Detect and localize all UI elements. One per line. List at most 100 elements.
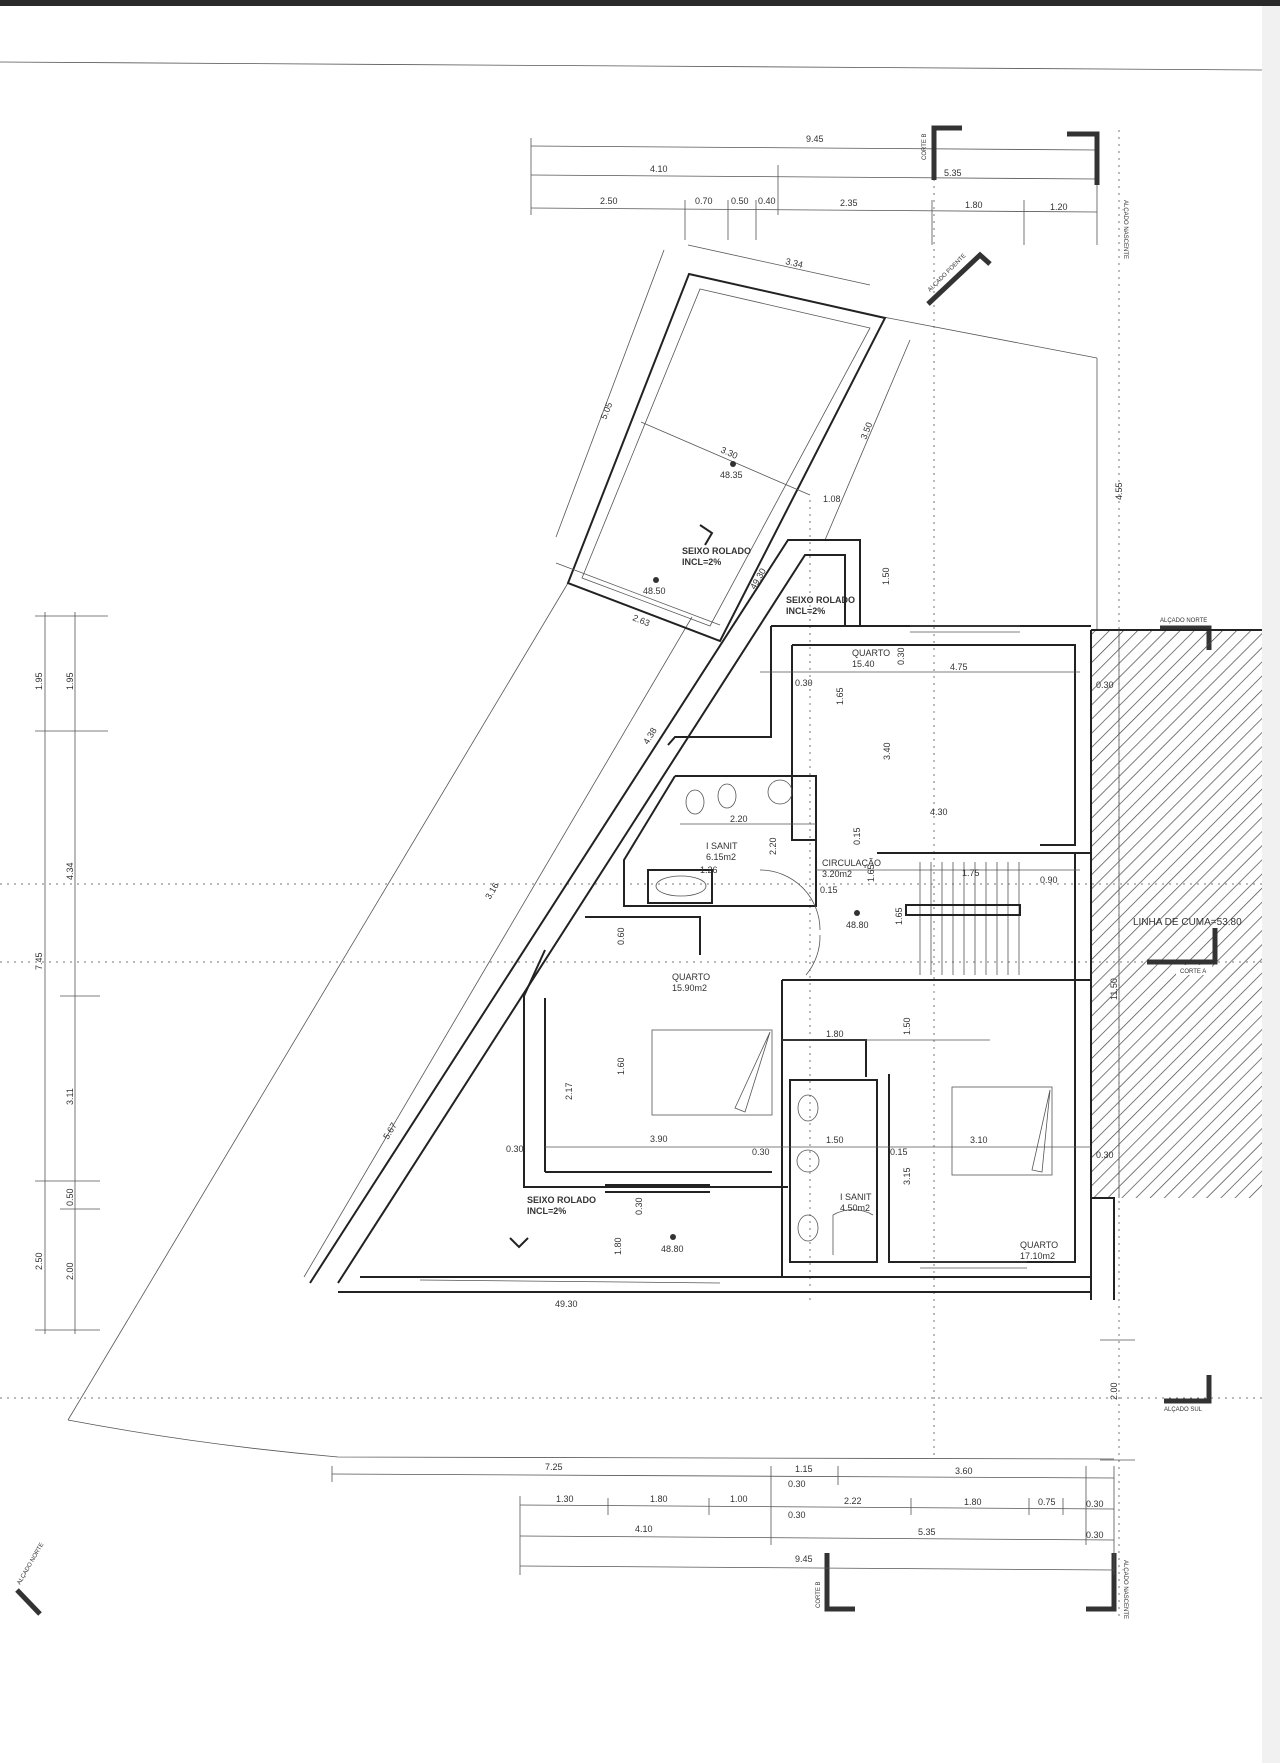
room-name: QUARTO <box>672 972 710 982</box>
dim-label: 4.38 <box>641 726 659 746</box>
finish-label: SEIXO ROLADO <box>682 546 751 556</box>
dim-label: 3.34 <box>785 256 804 270</box>
level-marker-icon <box>730 461 736 467</box>
dim-label: 4.75 <box>950 662 968 672</box>
dim-label: 9.45 <box>806 134 824 144</box>
section-marker-corte-a: CORTE A <box>1147 928 1218 975</box>
level-label: 48.50 <box>643 586 666 596</box>
dim-label: 1.95 <box>65 672 75 690</box>
room-area: 4.50m2 <box>840 1203 870 1213</box>
dim-label: 1.65 <box>894 907 904 925</box>
dim-label: 3.60 <box>955 1466 973 1476</box>
room-name: CIRCULAÇÃO <box>822 858 881 868</box>
dim-label: 3.40 <box>882 742 892 760</box>
dim-label: 7.45 <box>34 952 44 970</box>
bottom-dimension-chain: 7.25 1.15 3.60 0.30 1.30 1.80 1.00 2.22 … <box>331 1462 1115 1575</box>
reference-lines <box>0 130 1262 1620</box>
level-label: 49.30 <box>555 1299 578 1309</box>
dim-label: 3.10 <box>970 1135 988 1145</box>
dim-label: 4.10 <box>650 164 668 174</box>
finish-label: INCL=2% <box>527 1206 566 1216</box>
dim-label: 3.50 <box>859 421 875 441</box>
finish-label: INCL=2% <box>682 557 721 567</box>
scan-right-margin <box>1262 6 1280 1763</box>
dim-label: 1.80 <box>964 1497 982 1507</box>
hatched-adjacent-building: LINHA DE CUMA=53.80 0.30 11.50 0.30 2.00 <box>1090 629 1262 1461</box>
dim-label: 1.80 <box>613 1237 623 1255</box>
room-name: I SANIT <box>840 1192 872 1202</box>
section-label: ALÇADO NORTE <box>17 1542 46 1586</box>
dim-label: 2.50 <box>600 196 618 206</box>
dim-label: 1.15 <box>795 1464 813 1474</box>
section-label: CORTE B <box>922 133 928 160</box>
dim-label: 3.11 <box>65 1088 75 1105</box>
dim-label: 4.10 <box>635 1524 653 1534</box>
room-name: QUARTO <box>852 648 890 658</box>
dim-label: 0.50 <box>65 1188 75 1206</box>
dim-label: 1.50 <box>902 1017 912 1035</box>
dim-label: 0.30 <box>1086 1499 1104 1509</box>
slope-arrow-icon <box>509 1237 529 1249</box>
dim-label: 7.25 <box>545 1462 563 1472</box>
dim-label: 4.30 <box>930 807 948 817</box>
dim-label: 1.75 <box>962 868 980 878</box>
section-label: CORTE B <box>816 1581 822 1608</box>
level-marker-icon <box>670 1234 676 1240</box>
dim-label: 1.30 <box>556 1494 574 1504</box>
dim-label: 0.15 <box>852 827 862 845</box>
dim-label: 5.35 <box>918 1527 936 1537</box>
dim-label: 1.50 <box>826 1135 844 1145</box>
dim-label: 0.75 <box>1038 1497 1056 1507</box>
dim-label: 1.65 <box>866 864 876 882</box>
room-area: 15.90m2 <box>672 983 707 993</box>
dim-label: 3.15 <box>902 1167 912 1185</box>
dim-label: 0.30 <box>788 1510 806 1520</box>
dim-label: 2.20 <box>768 837 778 855</box>
section-label: ALÇADO NASCENTE <box>1122 200 1128 259</box>
dim-label: 1.60 <box>616 1057 626 1075</box>
dim-label: 2.22 <box>844 1496 862 1506</box>
level-label: 48.35 <box>720 470 743 480</box>
finish-label: SEIXO ROLADO <box>786 595 855 605</box>
dim-label: 0.15 <box>820 885 838 895</box>
dim-label: 0.30 <box>1086 1530 1104 1540</box>
dim-label: 11.50 <box>1109 978 1119 1000</box>
section-label: ALÇADO NASCENTE <box>1122 1560 1128 1619</box>
dim-label: 0.30 <box>752 1147 770 1157</box>
dim-label: 5.05 <box>599 401 615 421</box>
section-label: ALÇADO SUL <box>1164 1407 1203 1413</box>
room-area: 6.15m2 <box>706 852 736 862</box>
dim-label: 1.80 <box>965 200 983 210</box>
dim-label: 0.30 <box>896 647 906 665</box>
room-area: 17.10m2 <box>1020 1251 1055 1261</box>
room-area: 3.20m2 <box>822 869 852 879</box>
dim-label: 3.30 <box>719 445 739 461</box>
dim-label: 0.30 <box>1096 680 1114 690</box>
dim-label: 0.15 <box>890 1147 908 1157</box>
finish-label: SEIXO ROLADO <box>527 1195 596 1205</box>
dim-label: 0.60 <box>616 927 626 945</box>
dim-label: 0.70 <box>695 196 713 206</box>
left-dimension-chain: 1.95 7.45 2.50 1.95 4.34 3.11 0.50 2.00 <box>34 612 108 1334</box>
finish-label: INCL=2% <box>786 606 825 616</box>
dim-label: 0.50 <box>731 196 749 206</box>
room-labels: QUARTO 15.40 I SANIT 6.15m2 CIRCULAÇÃO 3… <box>509 648 1058 1309</box>
dim-label: 5.35 <box>944 168 962 178</box>
dim-label: 0.30 <box>506 1144 524 1154</box>
dim-label: 3.90 <box>650 1134 668 1144</box>
dim-label: 0.90 <box>1040 875 1058 885</box>
level-label: 48.80 <box>661 1244 684 1254</box>
level-marker-icon <box>653 577 659 583</box>
dim-label: 4.55 <box>1114 482 1124 500</box>
dim-label: 2.00 <box>65 1262 75 1280</box>
section-label: ALÇADO NORTE <box>1160 618 1207 624</box>
dim-label: 2.17 <box>564 1082 574 1100</box>
dim-label: 2.00 <box>1109 1382 1119 1400</box>
dim-label: 2.50 <box>34 1252 44 1270</box>
dim-label: 2.20 <box>730 814 748 824</box>
dim-label: 1.20 <box>1050 202 1068 212</box>
room-area: 15.40 <box>852 659 875 669</box>
section-markers: CORTE B ALÇADO NASCENTE ALÇADO POENTE AL… <box>15 125 1212 1619</box>
pool: 3.34 5.05 3.30 1.08 3.50 2.63 48.35 SEIX… <box>555 244 911 643</box>
dim-label: 2.63 <box>631 613 651 629</box>
